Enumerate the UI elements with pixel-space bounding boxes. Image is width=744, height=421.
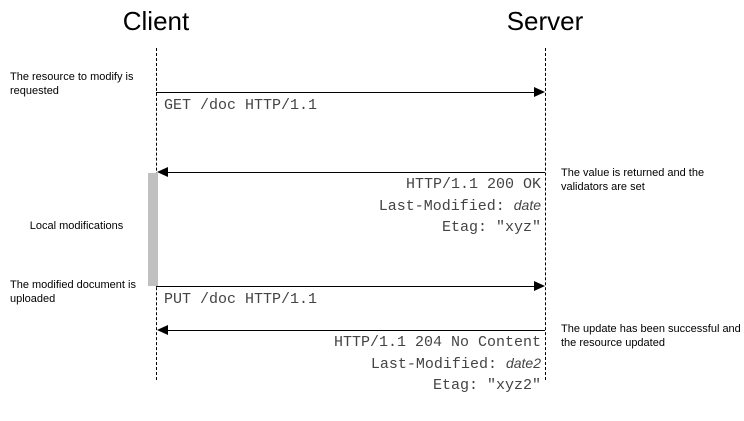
http-line-prefix: Last-Modified: [378, 198, 514, 215]
http-line: Etag: "xyz" [441, 219, 541, 236]
message-line-get-request [156, 92, 534, 93]
note-left-upload: The modified document is uploaded [10, 279, 136, 305]
note-local-modifications: Local modifications [29, 220, 124, 232]
message-line-put-request [156, 286, 534, 287]
arrow-head-put-request [534, 281, 545, 291]
http-line: GET /doc HTTP/1.1 [164, 97, 318, 114]
lifeline-server [545, 48, 546, 380]
message-text-put-request: PUT /doc HTTP/1.1 [164, 289, 317, 310]
http-line: Etag: "xyz2" [432, 377, 541, 394]
message-line-no-content-response [167, 330, 545, 331]
http-line: HTTP/1.1 200 OK [405, 176, 541, 193]
activation-box-client [148, 173, 158, 286]
note-right-validators: The value is returned and the validators… [561, 167, 705, 193]
message-text-get-request: GET /doc HTTP/1.1 [164, 95, 317, 116]
arrow-head-no-content-response [157, 325, 168, 335]
message-text-no-content-response: HTTP/1.1 204 No Content Last-Modified: d… [245, 332, 541, 396]
note-left-request: The resource to modify is requested [10, 71, 134, 97]
http-line-prefix: Last-Modified: [370, 356, 506, 373]
http-line: Last-Modified: date2 [245, 353, 541, 375]
http-line: PUT /doc HTTP/1.1 [164, 291, 318, 308]
actor-title-server: Server [506, 6, 584, 36]
arrow-head-get-request [534, 87, 545, 97]
message-text-ok-response: HTTP/1.1 200 OK Last-Modified: date Etag… [245, 174, 541, 238]
actor-title-client: Client [122, 6, 190, 36]
http-line-value: date2 [505, 355, 541, 371]
arrow-head-ok-response [157, 167, 168, 177]
message-line-ok-response [167, 172, 545, 173]
note-right-update: The update has been successful and the r… [561, 323, 741, 349]
http-line-value: date [513, 197, 541, 213]
http-line: Last-Modified: date [245, 195, 541, 217]
http-line: HTTP/1.1 204 No Content [333, 334, 541, 351]
